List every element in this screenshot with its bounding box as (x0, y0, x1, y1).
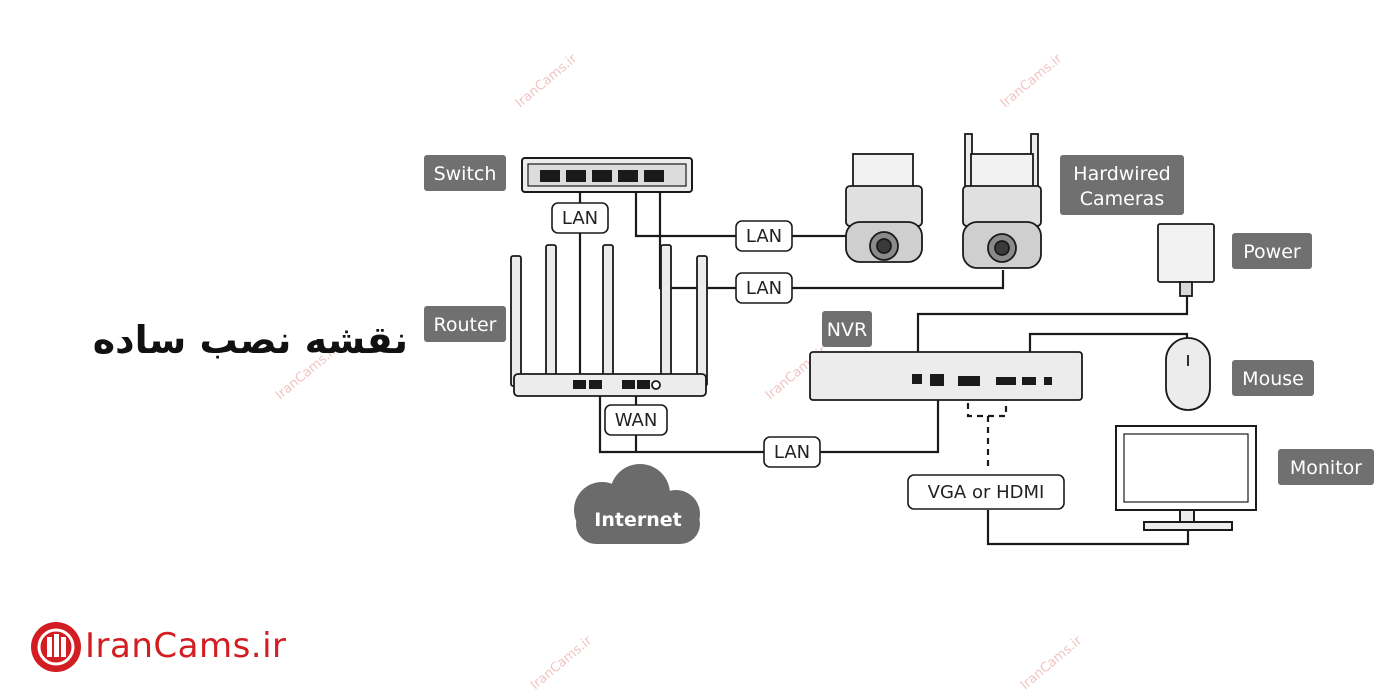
router-antenna (545, 244, 557, 386)
label-switch-router-text: LAN (562, 208, 598, 229)
nvr-power-port (912, 374, 922, 384)
nvr-tag-text: NVR (827, 319, 867, 341)
switch-port (540, 170, 560, 182)
router-antenna (696, 255, 708, 387)
cable-switch-camera2 (658, 184, 1005, 290)
switch-tag-text: Switch (434, 163, 497, 185)
label-router-nvr-text: LAN (774, 442, 810, 463)
watermark: IranCams.ir (1018, 633, 1086, 693)
switch-port (618, 170, 638, 182)
power-tag: Power (1232, 233, 1312, 269)
mouse-device (1165, 337, 1211, 411)
camera-2 (962, 133, 1042, 269)
router-wan-port (622, 380, 635, 389)
router-antenna (510, 255, 522, 387)
label-switch-camera2: LAN (735, 272, 793, 304)
router-tag-text: Router (434, 314, 497, 336)
monitor-tag-text: Monitor (1290, 457, 1362, 479)
internet-label: Internet (594, 509, 681, 531)
label-switch-camera2-text: LAN (746, 278, 782, 299)
switch-port (592, 170, 612, 182)
switch-port (566, 170, 586, 182)
power-adapter (1157, 223, 1215, 297)
nvr-vga-port (958, 376, 980, 386)
page-title: نقشه نصب ساده (92, 318, 408, 362)
router-port (637, 380, 650, 389)
internet-cloud: Internet (574, 464, 700, 544)
label-switch-router: LAN (551, 202, 609, 234)
nvr-lan-port (930, 374, 944, 386)
watermark: IranCams.ir (998, 51, 1066, 111)
monitor-device (1115, 425, 1257, 531)
dashed-video-cables (966, 392, 1008, 470)
cable-power-nvr (916, 296, 1189, 372)
watermark: IranCams.ir (513, 51, 581, 111)
cable-nvr-monitor (986, 510, 1190, 546)
router-body (513, 373, 707, 397)
irancams-logo-icon (31, 622, 81, 672)
nvr-hdmi-port (996, 377, 1016, 385)
label-router-nvr: LAN (763, 436, 821, 468)
router-lan-port (573, 380, 586, 389)
hardwired-cameras-tag: Hardwired Cameras (1060, 155, 1184, 215)
switch-device (521, 157, 693, 193)
router-antenna (660, 244, 672, 386)
router-tag: Router (424, 306, 506, 342)
connection-labels: LAN LAN LAN WAN LAN VGA or HDMI (551, 202, 1065, 510)
monitor-tag: Monitor (1278, 449, 1374, 485)
label-router-wan-text: WAN (615, 410, 658, 431)
power-tag-text: Power (1243, 241, 1301, 263)
switch-port (644, 170, 664, 182)
label-nvr-monitor-text: VGA or HDMI (928, 482, 1045, 503)
hardwired-tag-line1: Hardwired (1073, 163, 1170, 185)
router-lan-port (589, 380, 602, 389)
vga-dashed (966, 392, 1008, 418)
hardwired-tag-line2: Cameras (1080, 188, 1164, 210)
brand-logo-text: IranCams.ir (85, 626, 287, 666)
label-nvr-monitor: VGA or HDMI (907, 474, 1065, 510)
router-device (510, 244, 708, 397)
switch-tag: Switch (424, 155, 506, 191)
label-switch-camera1-text: LAN (746, 226, 782, 247)
mouse-tag: Mouse (1232, 360, 1314, 396)
camera-1 (845, 153, 923, 263)
router-power-jack (651, 380, 661, 390)
mouse-tag-text: Mouse (1242, 368, 1304, 390)
nvr-device (809, 351, 1083, 401)
nvr-usb-port (1022, 377, 1036, 385)
label-switch-camera1: LAN (735, 220, 793, 252)
watermark: IranCams.ir (528, 633, 596, 693)
label-router-wan: WAN (604, 404, 668, 436)
router-antenna (602, 244, 614, 386)
nvr-tag: NVR (822, 311, 872, 347)
nvr-usb-port (1044, 377, 1052, 385)
